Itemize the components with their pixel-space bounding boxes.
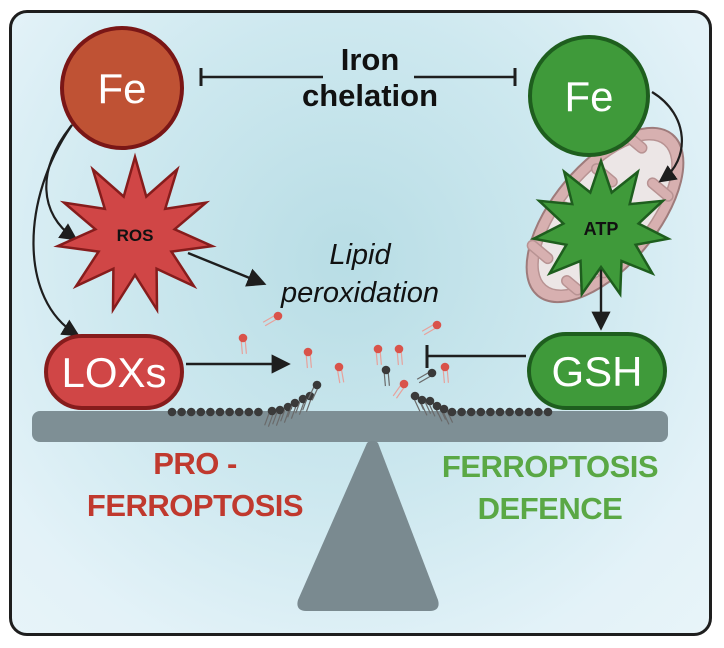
membrane-lipid-head: [524, 407, 534, 417]
membrane-lipid-head: [505, 407, 514, 417]
oxidized-lipid-head: [273, 311, 283, 321]
membrane-lipid-head: [196, 407, 206, 417]
oxidized-lipid-head: [334, 362, 344, 372]
membrane-lipid-head: [466, 407, 476, 417]
fe-node-pro: Fe: [60, 26, 184, 150]
loxs-node: LOXs: [44, 334, 184, 410]
ferroptosis-defence-label: FERROPTOSIS DEFENCE: [441, 449, 659, 526]
lipid-head: [439, 404, 449, 414]
gsh-inhibit-lipid-peroxidation: [425, 345, 526, 368]
membrane-lipid-head: [225, 407, 234, 417]
membrane-lipid-head: [543, 407, 553, 417]
lipid-head: [381, 365, 391, 375]
membrane-lipid-head: [447, 407, 457, 417]
arrow-fe-to-mitochondrion: [651, 91, 683, 183]
membrane-lipid-head: [476, 407, 486, 417]
svg-text:GSH: GSH: [551, 348, 642, 395]
membrane-lipid-head: [486, 407, 495, 417]
membrane-lipid-head: [177, 407, 186, 417]
membrane-lipid-head: [495, 407, 505, 417]
lipid-head: [290, 398, 300, 408]
svg-text:ROS: ROS: [117, 226, 154, 245]
membrane-lipid-head: [514, 407, 524, 417]
membrane-lipid-head: [215, 407, 225, 417]
lipid-head: [410, 391, 420, 401]
fe-node-defence: Fe: [528, 35, 650, 157]
iron-chelation-inhibit-right: [414, 68, 517, 86]
membrane-lipid-head: [244, 407, 254, 417]
oxidized-lipid-head: [399, 379, 409, 389]
atp-burst: ATP: [529, 157, 673, 298]
oxidized-lipid-head: [432, 320, 442, 330]
oxidized-lipid-head: [238, 333, 248, 343]
pro-ferroptosis-label: PRO - FERROPTOSIS: [86, 446, 304, 523]
arrow-fe-to-loxs: [32, 124, 80, 337]
lipid-peroxidation-label: Lipid peroxidation: [281, 239, 439, 309]
balance-fulcrum: [297, 440, 439, 611]
membrane-lipid-head: [234, 407, 244, 417]
lipid-head: [275, 405, 285, 415]
arrow-ros-to-lipid: [187, 251, 267, 287]
iron-chelation-inhibit-left: [199, 68, 323, 86]
membrane-lipid-head: [186, 407, 196, 417]
oxidized-lipid-head: [303, 347, 313, 357]
membrane-lipid-head: [167, 407, 177, 417]
oxidized-lipid-head: [394, 344, 404, 354]
lipid-membrane: [167, 311, 553, 427]
balance-beam: [32, 411, 668, 442]
lipid-head: [427, 368, 437, 378]
oxidized-lipid-head: [440, 362, 450, 372]
membrane-lipid-head: [254, 407, 263, 417]
membrane-lipid-head: [534, 407, 543, 417]
lipid-head: [312, 380, 322, 390]
membrane-lipid-head: [206, 407, 215, 417]
lipid-head: [267, 406, 277, 416]
lipid-head: [432, 401, 442, 411]
membrane-lipid-head: [457, 407, 466, 417]
svg-text:LOXs: LOXs: [61, 349, 166, 396]
svg-text:Fe: Fe: [564, 73, 613, 120]
lipid-head: [425, 396, 435, 406]
ros-burst: ROS: [53, 152, 217, 315]
lipid-head: [417, 395, 427, 405]
iron-chelation-title: Iron chelation: [301, 42, 439, 113]
gsh-node: GSH: [527, 332, 667, 410]
oxidized-lipid-head: [373, 344, 383, 354]
svg-text:ATP: ATP: [584, 219, 619, 239]
lipid-head: [298, 394, 308, 404]
svg-text:Fe: Fe: [97, 65, 146, 112]
